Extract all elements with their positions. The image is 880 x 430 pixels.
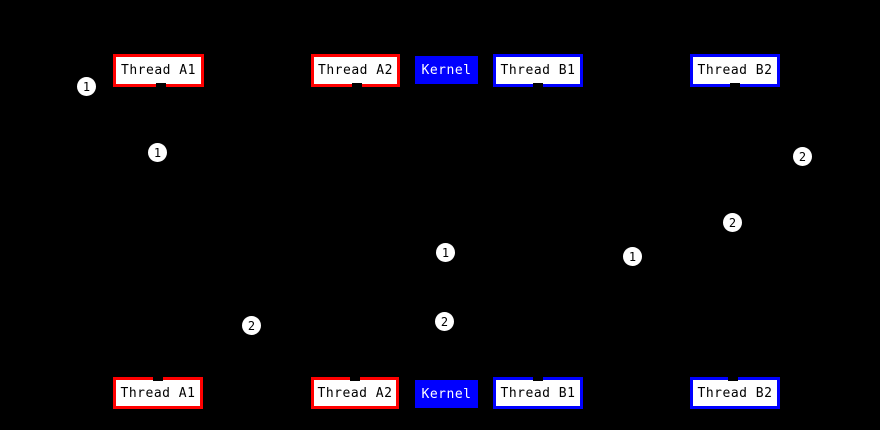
node-label: Thread B2: [697, 63, 773, 78]
lifeline-stub: [352, 83, 362, 87]
node-thread-b1-top: Thread B1: [493, 54, 583, 87]
step-marker: 1: [436, 243, 455, 262]
step-marker: 2: [242, 316, 261, 335]
step-marker-number: 1: [82, 79, 91, 94]
node-kernel-top: Kernel: [415, 56, 478, 84]
node-label: Thread A1: [121, 63, 196, 78]
step-marker: 1: [148, 143, 167, 162]
node-thread-b2-bottom: Thread B2: [690, 377, 780, 409]
node-label: Thread A1: [120, 385, 196, 401]
node-thread-a1-top: Thread A1: [113, 54, 204, 87]
node-label: Kernel: [421, 386, 472, 402]
step-marker-number: 2: [440, 314, 449, 329]
step-marker: 1: [623, 247, 642, 266]
node-label: Thread B1: [500, 63, 576, 78]
step-marker: 2: [723, 213, 742, 232]
step-marker-number: 2: [798, 149, 807, 164]
step-marker: 1: [77, 77, 96, 96]
step-marker-number: 1: [153, 145, 162, 160]
node-label: Thread A2: [317, 385, 393, 401]
lifeline-stub: [730, 83, 740, 87]
node-thread-a1-bottom: Thread A1: [113, 377, 203, 409]
step-marker-number: 1: [628, 249, 637, 264]
node-label: Thread B2: [697, 385, 773, 401]
node-thread-b1-bottom: Thread B1: [493, 377, 583, 409]
step-marker-number: 1: [441, 245, 450, 260]
node-label: Kernel: [421, 62, 472, 78]
node-thread-a2-bottom: Thread A2: [311, 377, 399, 409]
step-marker: 2: [793, 147, 812, 166]
node-label: Thread A2: [318, 63, 393, 78]
lifeline-stub: [533, 377, 543, 381]
lifeline-stub: [533, 83, 543, 87]
lifeline-stub: [728, 377, 738, 381]
step-marker: 2: [435, 312, 454, 331]
lifeline-stub: [153, 377, 163, 381]
step-marker-number: 2: [728, 215, 737, 230]
lifeline-stub: [350, 377, 360, 381]
step-marker-number: 2: [247, 318, 256, 333]
node-kernel-bottom: Kernel: [415, 380, 478, 408]
node-label: Thread B1: [500, 385, 576, 401]
lifeline-stub: [156, 83, 166, 87]
